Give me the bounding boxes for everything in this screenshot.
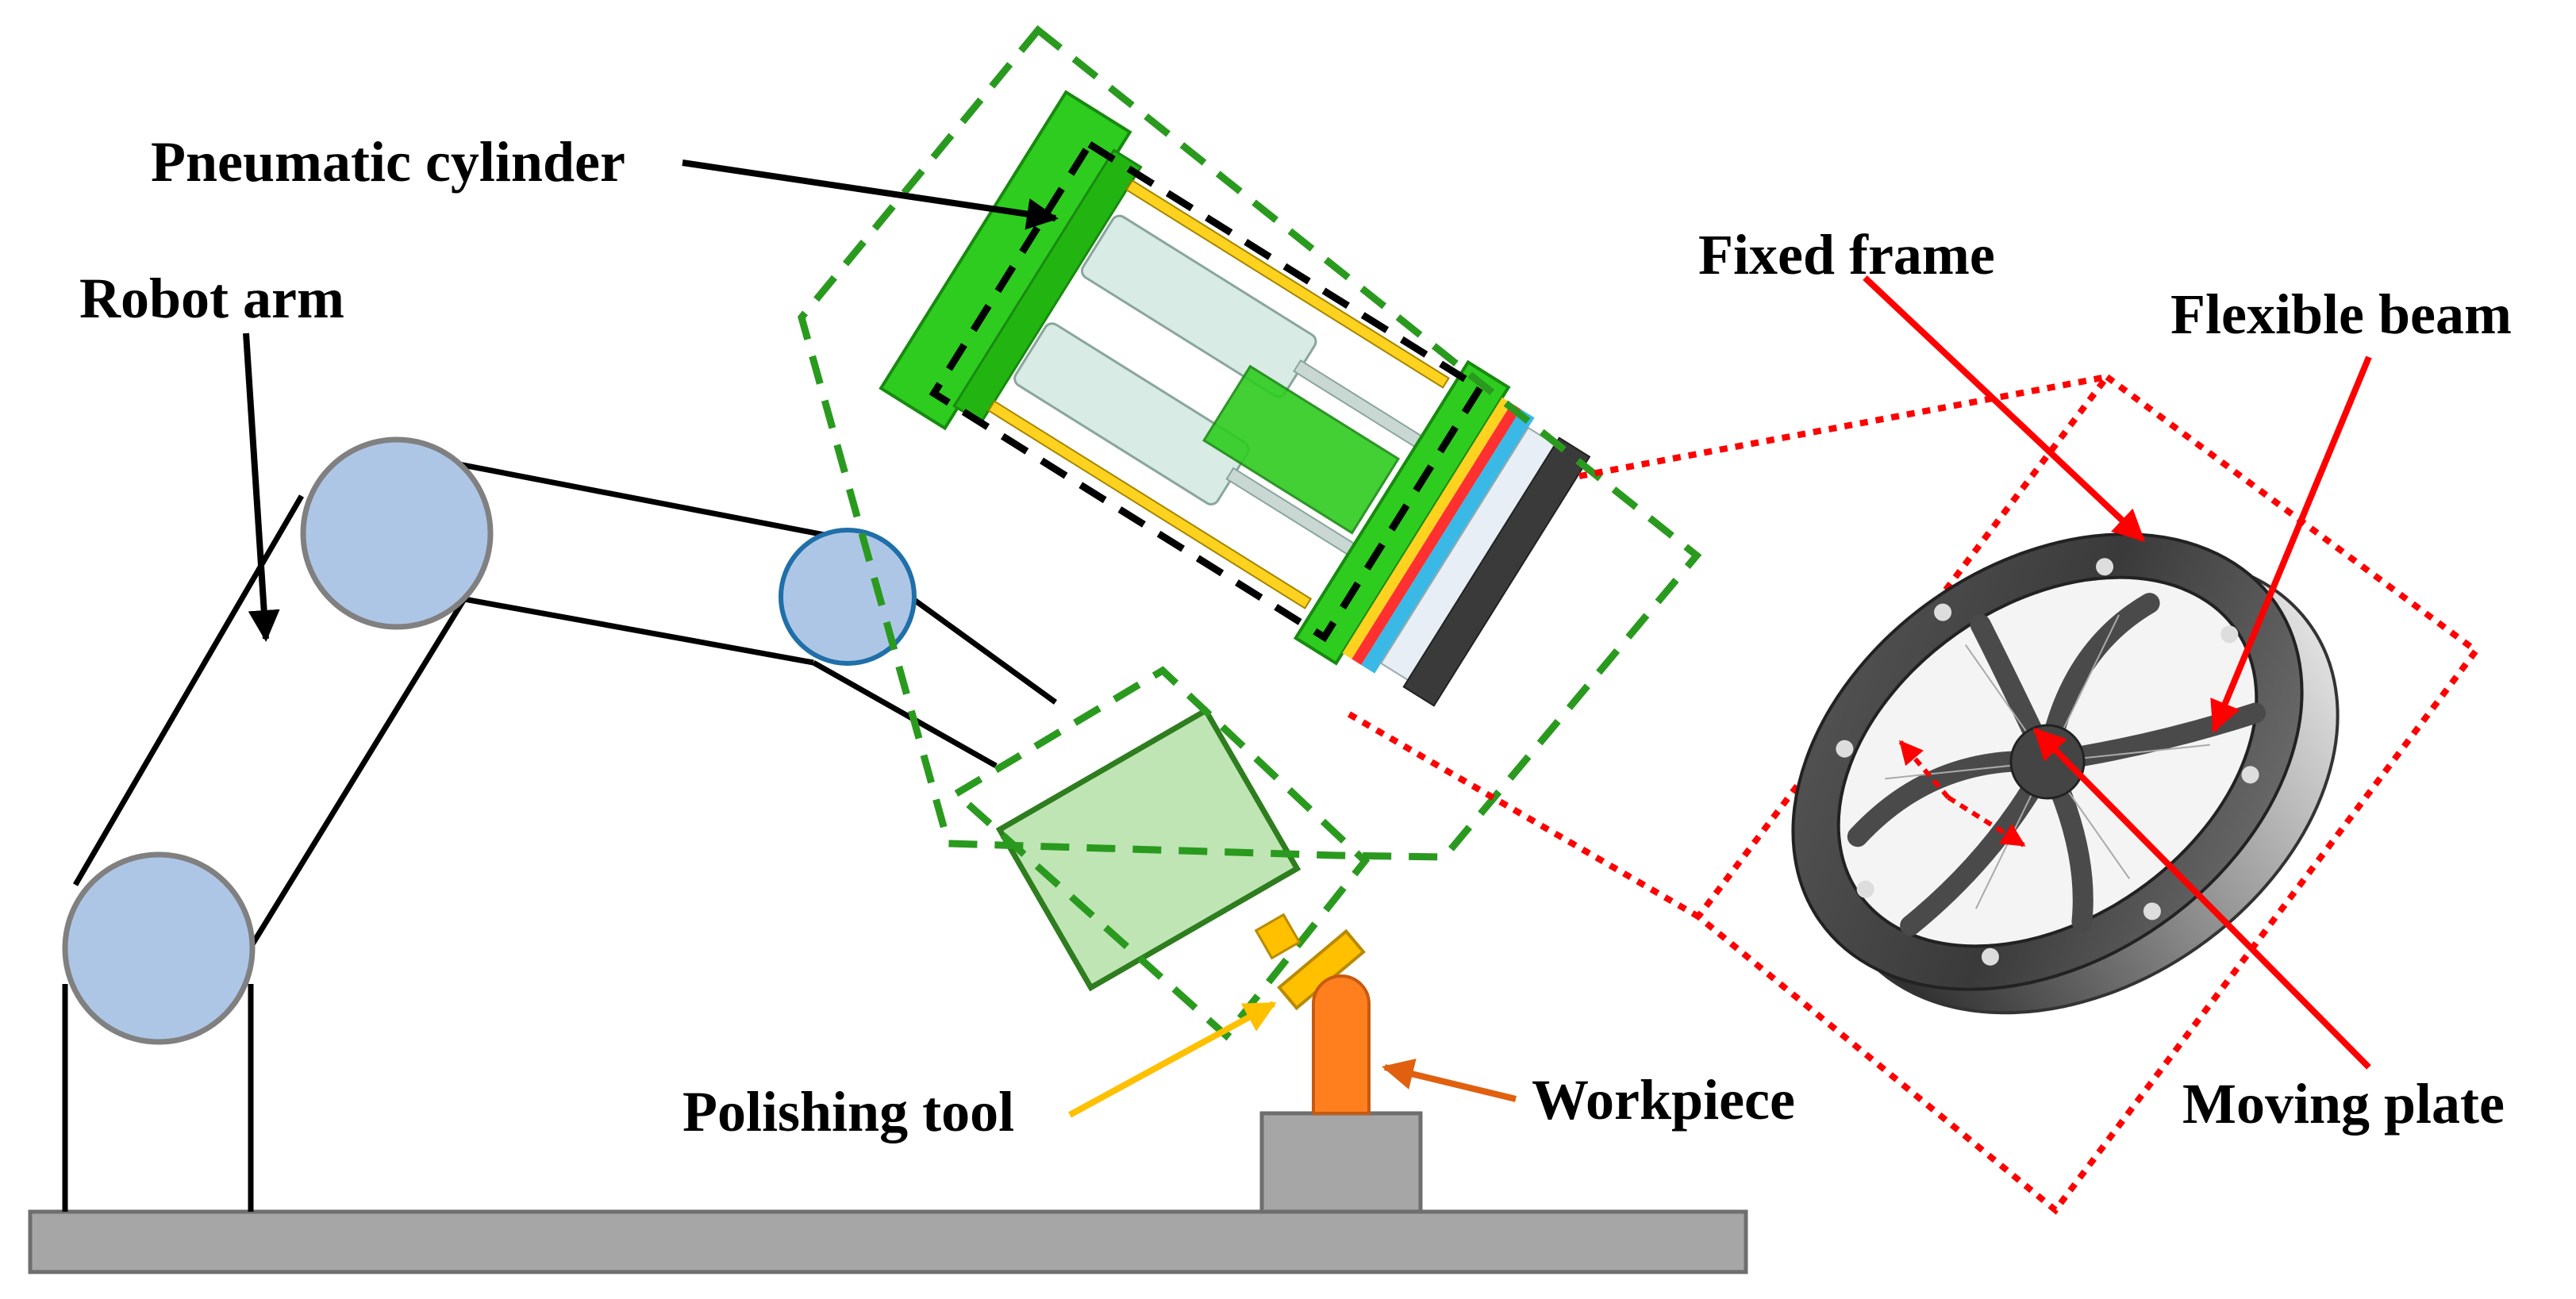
label-fixed-frame: Fixed frame [1698,223,1995,286]
polishing-tool-arrow [1068,1001,1277,1118]
workpiece-arrow [1382,1059,1517,1102]
end-effector-dashed-outline [950,666,1371,1041]
pneumatic-cylinder-assembly [879,90,1591,707]
label-polishing-tool: Polishing tool [682,1080,1014,1143]
polishing-tool [1254,913,1366,1011]
moving-plate-arrow [2033,728,2371,1070]
robot-joint-wrist [779,528,917,666]
fixed-frame-arrow [1863,275,2145,542]
flexure-ring [1791,532,2340,1015]
pneumatic-cylinder-arrow [682,159,1059,230]
robot-joint-shoulder [300,436,494,630]
label-flexible-beam: Flexible beam [2170,282,2512,346]
robot-arm [62,449,1058,1212]
flexible-beam-arrow [2210,355,2372,733]
cylinder-dashed-outline [798,25,1702,861]
label-pneumatic-cylinder: Pneumatic cylinder [151,130,625,194]
motion-arrows [1898,740,2026,847]
label-workpiece: Workpiece [1532,1068,1795,1132]
workpiece [1259,974,1423,1214]
robot-arm-arrow [243,332,280,642]
label-moving-plate: Moving plate [2182,1072,2505,1136]
base-platform [28,1209,1748,1274]
label-robot-arm: Robot arm [79,267,344,330]
robot-joint-base [62,851,256,1045]
